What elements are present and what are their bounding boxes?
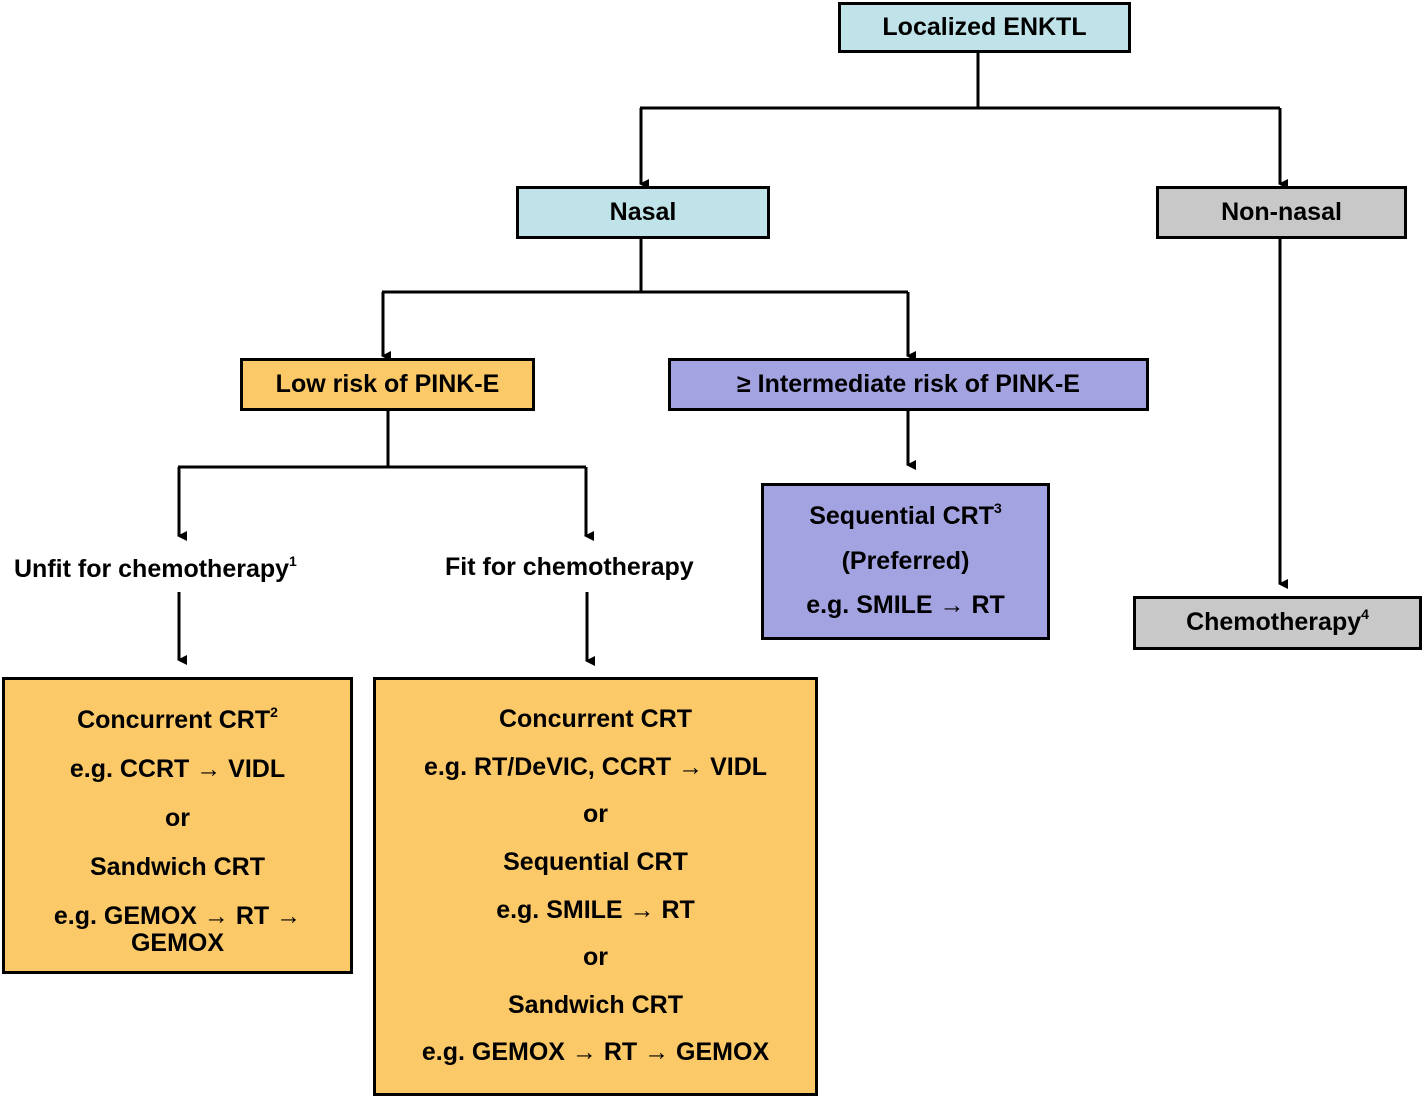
node-line: Sequential CRT3	[809, 500, 1002, 531]
node-nasal: Nasal	[516, 186, 770, 239]
node-sequential-crt: Sequential CRT3 (Preferred) e.g. SMILE →…	[761, 483, 1050, 640]
node-line: e.g. RT/DeVIC, CCRT → VIDL	[423, 752, 768, 781]
node-line: e.g. GEMOX → RT →GEMOX	[53, 901, 302, 958]
node-low-risk: Low risk of PINK-E	[240, 358, 535, 411]
node-line: Sequential CRT	[503, 847, 688, 876]
node-text: Sequential CRT	[809, 502, 994, 531]
footnote-marker: 3	[993, 500, 1002, 517]
node-text: GEMOX	[130, 929, 225, 958]
node-text: Chemotherapy	[1186, 608, 1362, 637]
footnote-marker: 1	[289, 553, 297, 569]
node-non-nasal: Non-nasal	[1156, 186, 1407, 239]
label-unfit-for-chemotherapy: Unfit for chemotherapy1	[14, 553, 297, 584]
node-line: (Preferred)	[841, 546, 970, 575]
footnote-marker: 2	[270, 704, 278, 721]
label-text: Unfit for chemotherapy	[14, 555, 290, 583]
node-line: e.g. SMILE → RT	[806, 591, 1005, 620]
node-line: Sandwich CRT	[507, 990, 683, 1019]
node-line: e.g. SMILE → RT	[496, 895, 695, 924]
node-line: or	[583, 943, 608, 972]
node-label: Nasal	[609, 197, 677, 226]
node-line: Sandwich CRT	[89, 852, 265, 881]
node-line: e.g. GEMOX → RT → GEMOX	[421, 1038, 770, 1067]
node-label: Low risk of PINK-E	[275, 369, 500, 398]
label-text: Fit for chemotherapy	[445, 553, 694, 581]
node-line: Chemotherapy4	[1186, 606, 1369, 637]
node-localized-enktl: Localized ENKTL	[838, 2, 1131, 53]
node-unfit-regimens: Concurrent CRT2 e.g. CCRT → VIDL or Sand…	[2, 677, 353, 974]
node-line: or	[165, 803, 190, 832]
node-label: Non-nasal	[1221, 197, 1342, 226]
node-intermediate-risk: ≥ Intermediate risk of PINK-E	[668, 358, 1149, 411]
node-label: ≥ Intermediate risk of PINK-E	[737, 369, 1080, 398]
node-label: Localized ENKTL	[882, 12, 1087, 41]
node-fit-regimens: Concurrent CRT e.g. RT/DeVIC, CCRT → VID…	[373, 677, 818, 1096]
label-fit-for-chemotherapy: Fit for chemotherapy	[445, 553, 694, 582]
node-line: or	[583, 800, 608, 829]
footnote-marker: 4	[1361, 606, 1369, 623]
node-text: Concurrent CRT	[77, 706, 271, 735]
node-text: e.g. GEMOX → RT →	[53, 901, 302, 930]
node-line: Concurrent CRT2	[77, 704, 278, 735]
node-line: Concurrent CRT	[498, 705, 693, 734]
node-line: e.g. CCRT → VIDL	[69, 755, 286, 784]
node-chemotherapy: Chemotherapy4	[1133, 596, 1422, 650]
